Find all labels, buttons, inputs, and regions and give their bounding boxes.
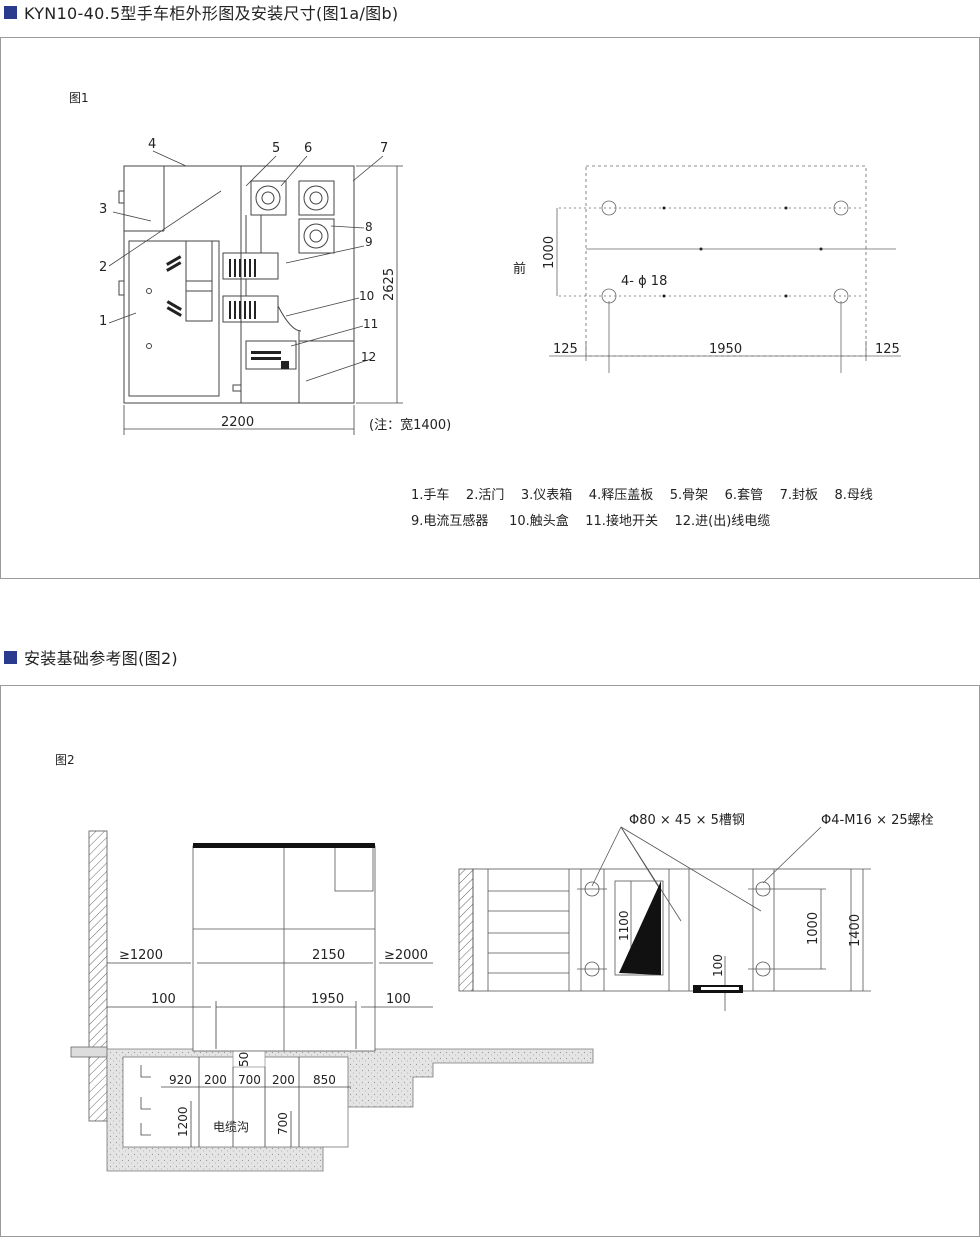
callout-leaders	[108, 150, 384, 382]
callout-8: 8	[365, 220, 373, 234]
figure1-drawing: 图1	[69, 91, 901, 435]
dim-depth: 2200	[221, 415, 254, 430]
dim-920: 920	[169, 1073, 192, 1087]
dim-1950: 1950	[311, 992, 344, 1007]
dim-200-b: 200	[272, 1073, 295, 1087]
detail-frame	[472, 826, 871, 1011]
callout-5: 5	[272, 141, 280, 156]
dim-200-a: 200	[204, 1073, 227, 1087]
channel-label: Φ80 × 45 × 5槽钢	[629, 813, 745, 828]
dim-height: 2625	[382, 268, 397, 301]
dim-1000-detail: 1000	[806, 912, 821, 945]
section-marker-icon	[4, 5, 17, 19]
fig2-label: 图2	[55, 753, 75, 767]
callout-3: 3	[99, 202, 107, 217]
wall	[88, 830, 108, 1122]
dim-100-left: 100	[151, 992, 176, 1007]
figure2-drawing: 图2	[55, 753, 934, 1172]
callout-1: 1	[99, 314, 107, 329]
callout-10: 10	[359, 289, 374, 303]
dim-125-left: 125	[553, 342, 578, 357]
dim-1000: 1000	[542, 236, 557, 269]
callout-2: 2	[99, 260, 107, 275]
dim-1950: 1950	[709, 342, 742, 357]
callout-7: 7	[380, 141, 388, 156]
fig1-label: 图1	[69, 91, 89, 105]
dim-700: 700	[238, 1073, 261, 1087]
section2-header: 安装基础参考图(图2)	[4, 645, 178, 669]
cabinet-side-view	[118, 165, 355, 404]
cabinet-top	[193, 843, 375, 848]
wall-ledge	[70, 1046, 108, 1058]
callout-12: 12	[361, 350, 376, 364]
contact-hatching	[166, 255, 289, 369]
width-note: (注：宽1400)	[369, 417, 451, 433]
figure2-panel: 图2	[0, 685, 980, 1237]
section2-title: 安装基础参考图(图2)	[24, 649, 178, 668]
dim-1400: 1400	[848, 914, 863, 947]
dim-50: 50	[237, 1052, 251, 1067]
callout-11: 11	[363, 317, 378, 331]
legend-line-1: 1.手车 2.活门 3.仪表箱 4.释压盖板 5.骨架 6.套管 7.封板 8.…	[411, 488, 873, 503]
section-marker-icon	[4, 650, 17, 664]
figure1-panel: 图1	[0, 37, 980, 579]
holes-label: 4- ϕ 18	[621, 274, 667, 289]
legend-line-2: 9.电流互感器 10.触头盒 11.接地开关 12.进(出)线电缆	[411, 514, 771, 529]
cabinet-dims	[107, 962, 433, 1049]
section1-header: KYN10-40.5型手车柜外形图及安装尺寸(图1a/图b)	[4, 0, 398, 24]
callout-6: 6	[304, 141, 312, 156]
bolt-label: Φ4-M16 × 25螺栓	[821, 813, 934, 828]
dim-850: 850	[313, 1073, 336, 1087]
dim-right-clear: ≥2000	[384, 948, 428, 963]
height-dimension	[356, 165, 403, 404]
dim-2150: 2150	[312, 948, 345, 963]
dim-100-right: 100	[386, 992, 411, 1007]
dim-1100: 1100	[617, 910, 631, 941]
callout-9: 9	[365, 235, 373, 249]
dim-100-detail: 100	[711, 954, 725, 977]
dim-1200: 1200	[176, 1106, 190, 1137]
channel-steel-gap	[701, 987, 739, 990]
cabinet-front	[192, 845, 376, 1052]
dim-left-clear: ≥1200	[119, 948, 163, 963]
plan-dots	[662, 206, 823, 298]
channel-steel-section	[619, 881, 661, 975]
dim-700-vertical: 700	[276, 1112, 290, 1135]
front-label: 前	[513, 261, 526, 277]
section1-title: KYN10-40.5型手车柜外形图及安装尺寸(图1a/图b)	[24, 4, 399, 23]
plan-view	[549, 165, 901, 373]
trench-dims	[140, 1057, 351, 1147]
dim-125-right: 125	[875, 342, 900, 357]
callout-4: 4	[148, 137, 156, 152]
trench-label: 电缆沟	[213, 1120, 249, 1134]
detail-wall	[458, 868, 474, 992]
depth-dimension	[123, 405, 355, 435]
